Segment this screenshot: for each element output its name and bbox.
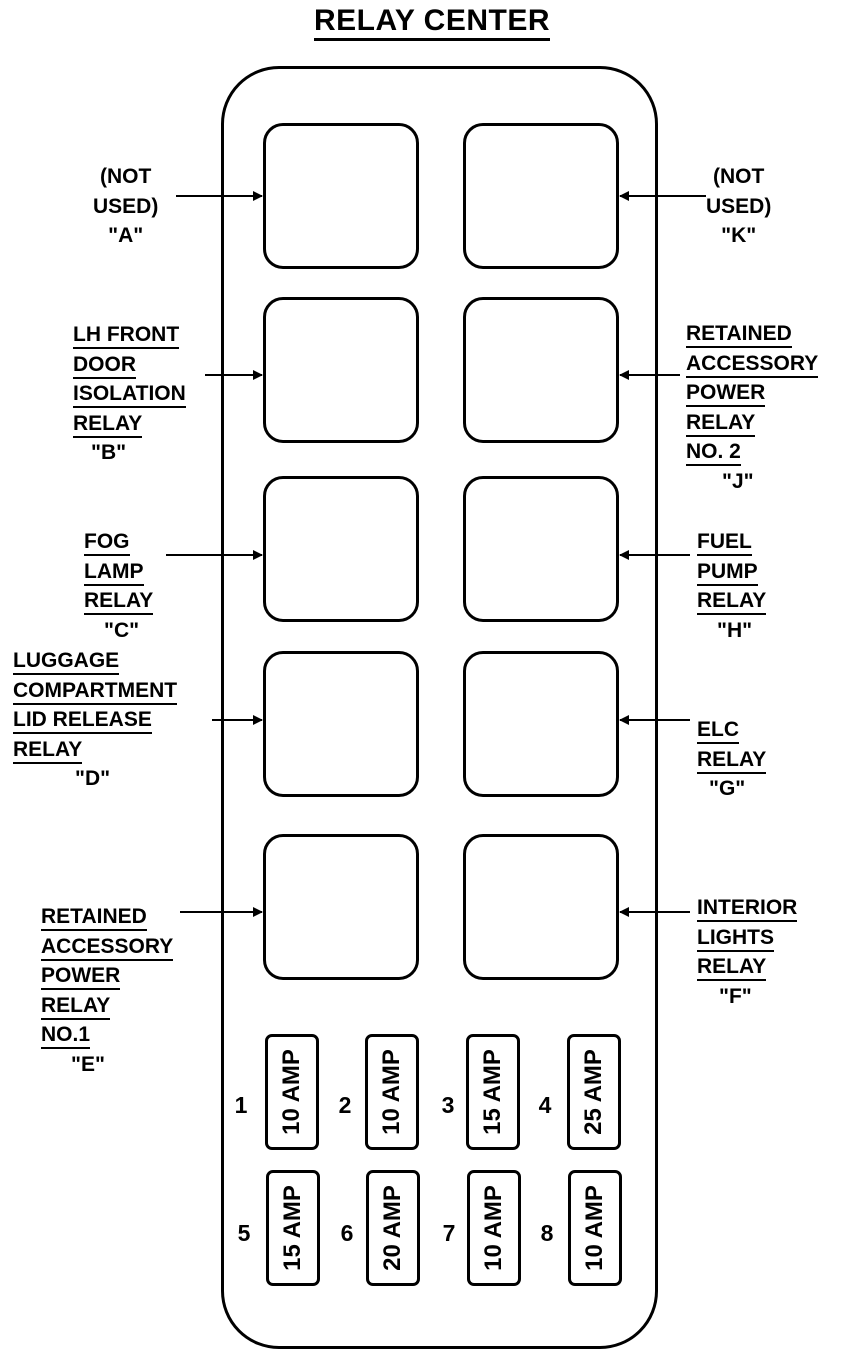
relay-label-e: RETAINED ACCESSORY POWER RELAY NO.1 "E" (41, 905, 174, 1076)
fuse-3: 15 AMP (466, 1034, 520, 1150)
relay-label-j: RETAINED ACCESSORY POWER RELAY NO. 2 "J" (686, 322, 819, 493)
relay-label-g: ELC RELAY "G" (697, 718, 767, 800)
relay-slot-f (463, 834, 619, 980)
fuse-number-5: 5 (237, 1220, 251, 1246)
relay-slot-c (263, 476, 419, 622)
fuse-rating: 10 AMP (278, 1049, 305, 1135)
fuse-rating: 25 AMP (580, 1049, 607, 1135)
relay-slot-k (463, 123, 619, 269)
fuse-rating: 10 AMP (378, 1049, 405, 1135)
fuse-number-8: 8 (540, 1220, 554, 1246)
fuse-rating: 10 AMP (480, 1185, 507, 1271)
relay-center-panel (221, 66, 658, 1349)
relay-slot-d (263, 651, 419, 797)
fuse-rating: 20 AMP (379, 1185, 406, 1271)
relay-slot-j (463, 297, 619, 443)
relay-slot-b (263, 297, 419, 443)
relay-slot-a (263, 123, 419, 269)
fuse-8: 10 AMP (568, 1170, 622, 1286)
relay-label-b: LH FRONT DOOR ISOLATION RELAY "B" (73, 323, 186, 464)
relay-slot-h (463, 476, 619, 622)
diagram-title: RELAY CENTER (0, 4, 864, 41)
fuse-2: 10 AMP (365, 1034, 419, 1150)
relay-label-a: (NOT USED) "A" (93, 165, 159, 247)
relay-label-d: LUGGAGE COMPARTMENT LID RELEASE RELAY "D… (13, 649, 178, 790)
relay-label-h: FUEL PUMP RELAY "H" (697, 530, 767, 642)
relay-slot-e (263, 834, 419, 980)
fuse-number-6: 6 (340, 1220, 354, 1246)
fuse-number-3: 3 (441, 1092, 455, 1118)
fuse-1: 10 AMP (265, 1034, 319, 1150)
fuse-7: 10 AMP (467, 1170, 521, 1286)
fuse-number-1: 1 (234, 1092, 248, 1118)
relay-slot-g (463, 651, 619, 797)
fuse-number-7: 7 (442, 1220, 456, 1246)
fuse-number-2: 2 (338, 1092, 352, 1118)
fuse-4: 25 AMP (567, 1034, 621, 1150)
fuse-6: 20 AMP (366, 1170, 420, 1286)
relay-label-k: (NOT USED) "K" (706, 165, 772, 247)
fuse-rating: 15 AMP (479, 1049, 506, 1135)
relay-label-c: FOG LAMP RELAY "C" (84, 530, 154, 642)
fuse-number-4: 4 (538, 1092, 552, 1118)
fuse-rating: 10 AMP (581, 1185, 608, 1271)
fuse-rating: 15 AMP (279, 1185, 306, 1271)
relay-label-f: INTERIOR LIGHTS RELAY "F" (697, 896, 798, 1008)
fuse-5: 15 AMP (266, 1170, 320, 1286)
